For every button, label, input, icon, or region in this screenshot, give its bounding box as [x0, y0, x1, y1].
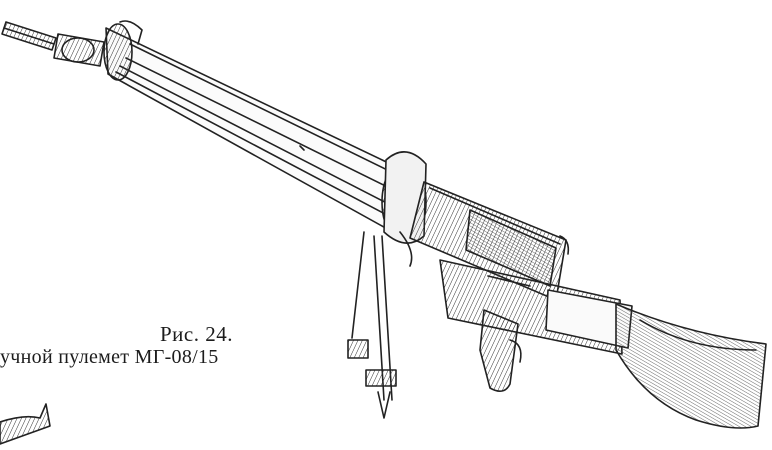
front-sight	[53, 33, 105, 67]
bipod	[347, 231, 413, 419]
figure-number: Рис. 24.	[160, 322, 233, 346]
stock	[615, 303, 767, 429]
water-jacket	[103, 20, 425, 237]
pistol-grip	[479, 309, 522, 392]
figure-title: учной пулемет МГ-08/15	[0, 346, 219, 368]
fragment-drawing	[0, 403, 51, 445]
feed-block	[439, 259, 633, 355]
muzzle	[1, 21, 57, 51]
